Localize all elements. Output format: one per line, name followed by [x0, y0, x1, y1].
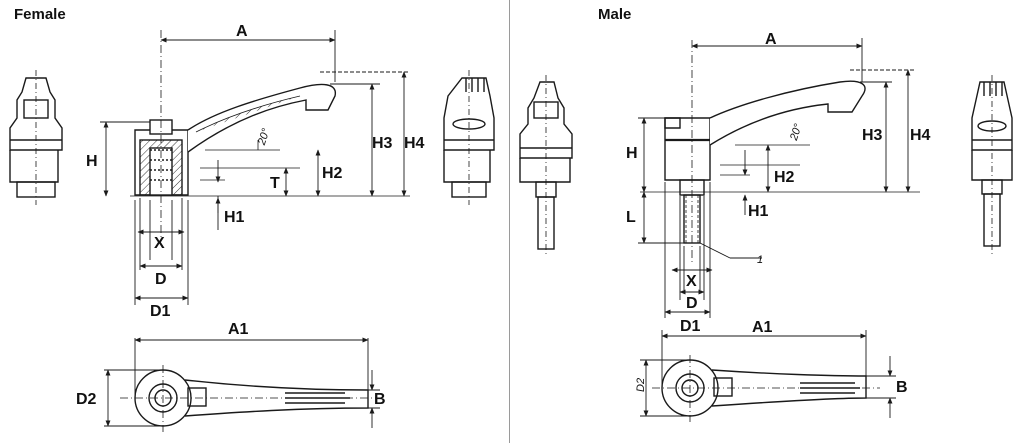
- female-dim-x: X: [154, 235, 165, 252]
- male-dim-h4: H4: [910, 127, 931, 144]
- female-dim-d: D: [155, 271, 167, 288]
- female-dimension-labels: A H H3 H4 H2 T H1 X D D1 20°: [86, 23, 425, 320]
- female-dim-t: T: [270, 175, 280, 192]
- female-top-dims: [104, 337, 380, 428]
- male-side-view-right: [971, 75, 1013, 255]
- male-dim-l: L: [626, 209, 636, 226]
- panel-divider: [509, 0, 510, 443]
- female-top-view: [120, 365, 380, 432]
- female-side-view-right: [443, 70, 495, 205]
- male-dim-a: A: [765, 31, 777, 48]
- male-dim-h1: H1: [748, 203, 769, 220]
- male-dim-d: D: [686, 295, 698, 312]
- male-lever-front-view: [640, 40, 920, 265]
- male-dim-d1: D1: [680, 318, 701, 335]
- male-dim-h2: H2: [774, 169, 795, 186]
- female-dim-a1: A1: [228, 321, 249, 338]
- male-top-view: [652, 355, 880, 422]
- female-dim-d2: D2: [76, 391, 97, 408]
- male-dim-a1: A1: [752, 319, 773, 336]
- female-dim-h3: H3: [372, 135, 393, 152]
- female-title: Female: [14, 6, 66, 23]
- female-dim-a: A: [236, 23, 248, 40]
- male-dim-b: B: [896, 379, 908, 396]
- female-dim-b: B: [374, 391, 386, 408]
- male-top-labels: A1 D2 B: [635, 319, 908, 396]
- female-side-view-left: [9, 70, 63, 205]
- female-dim-h: H: [86, 153, 98, 170]
- male-dimension-lines: [638, 38, 915, 318]
- male-top-dims: [640, 330, 896, 418]
- male-dim-h: H: [626, 145, 638, 162]
- male-callout-1: 1: [757, 254, 763, 266]
- male-dim-d2: D2: [635, 378, 647, 392]
- male-dim-h3: H3: [862, 127, 883, 144]
- female-top-labels: A1 D2 B: [76, 321, 386, 408]
- female-dim-d1: D1: [150, 303, 171, 320]
- male-dim-x: X: [686, 273, 697, 290]
- female-lever-front-view: [130, 30, 410, 240]
- female-dim-h4: H4: [404, 135, 425, 152]
- female-dim-h2: H2: [322, 165, 343, 182]
- male-dimension-labels: A H L H3 H4 H2 H1 X D D1 1 20°: [626, 31, 931, 335]
- male-angle: 20°: [788, 122, 805, 143]
- male-side-view-left: [519, 75, 573, 255]
- male-title: Male: [598, 6, 632, 23]
- female-angle: 20°: [256, 126, 273, 147]
- female-dim-h1: H1: [224, 209, 245, 226]
- female-dimension-lines: [100, 30, 410, 305]
